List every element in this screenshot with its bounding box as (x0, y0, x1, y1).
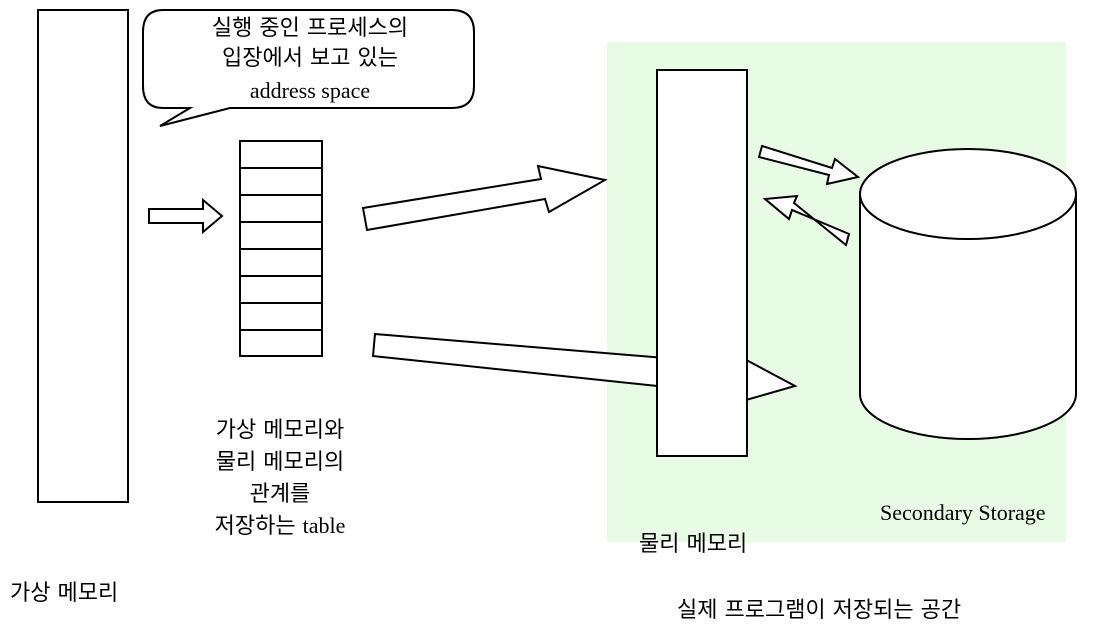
bubble-line-1: 실행 중인 프로세스의 (212, 16, 408, 41)
speech-bubble (142, 9, 475, 127)
table-caption-line-2: 물리 메모리의 (216, 450, 344, 475)
table-caption-line-4: 저장하는 table (215, 513, 346, 539)
table-caption-line-4-en: table (303, 513, 346, 538)
physical-memory-label: 물리 메모리 (639, 532, 747, 557)
secondary-storage-label: Secondary Storage (880, 500, 1046, 525)
virtual-memory-box (37, 9, 129, 503)
table-caption-line-3: 관계를 (250, 482, 311, 507)
arrow-storage-to-memory (762, 194, 851, 247)
arrow-table-to-physical-memory (361, 164, 608, 232)
bubble-line-2: 입장에서 보고 있는 (222, 46, 398, 71)
table-caption-line-1: 가상 메모리와 (216, 418, 344, 443)
physical-memory-box (656, 69, 748, 457)
secondary-storage-cylinder (859, 148, 1077, 440)
table-caption-line-4-ko: 저장하는 (215, 514, 303, 539)
page-table (239, 140, 323, 357)
virtual-memory-label: 가상 메모리 (10, 581, 118, 606)
real-space-label: 실제 프로그램이 저장되는 공간 (677, 598, 961, 623)
bubble-line-3: address space (250, 78, 370, 103)
arrow-virtual-to-table (148, 197, 224, 235)
arrow-memory-to-storage (757, 144, 861, 186)
